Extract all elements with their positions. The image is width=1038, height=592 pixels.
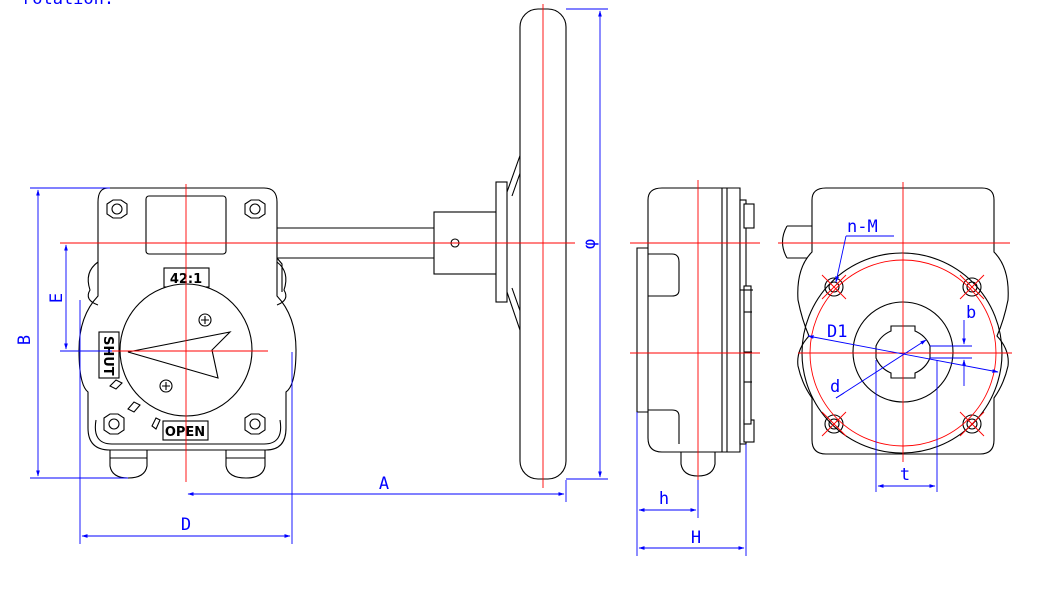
indicator-arrow xyxy=(127,331,232,379)
side-view xyxy=(636,187,755,477)
dim-d: d xyxy=(830,377,840,397)
dim-t: t xyxy=(900,465,910,485)
front-view: 42:1 SHUT OPEN xyxy=(78,8,567,480)
bolt-top-left xyxy=(106,199,128,219)
dimensions: B E D A φ h H n-M D1 xyxy=(15,8,999,556)
dim-D1: D1 xyxy=(827,322,847,342)
dim-phi: φ xyxy=(580,239,600,249)
bolt-hole-tr xyxy=(962,277,982,297)
dim-B: B xyxy=(15,335,35,345)
bolt-top-right xyxy=(244,199,266,219)
bolt-bottom-right xyxy=(244,413,266,435)
dim-H: H xyxy=(691,528,701,548)
shut-label: SHUT xyxy=(100,336,115,376)
bolt-bottom-left xyxy=(103,413,125,435)
dim-D: D xyxy=(181,515,191,535)
header-fragment: rotation. xyxy=(22,0,114,9)
open-label: OPEN xyxy=(165,425,205,440)
side-body-outline xyxy=(636,187,741,453)
dim-E: E xyxy=(47,293,67,303)
dim-b: b xyxy=(966,303,976,323)
bolt-hole-tl xyxy=(824,277,844,297)
front-hub-right xyxy=(225,444,266,479)
dim-A: A xyxy=(379,474,389,494)
dim-h: h xyxy=(659,489,669,509)
dim-nM: n-M xyxy=(847,217,878,237)
